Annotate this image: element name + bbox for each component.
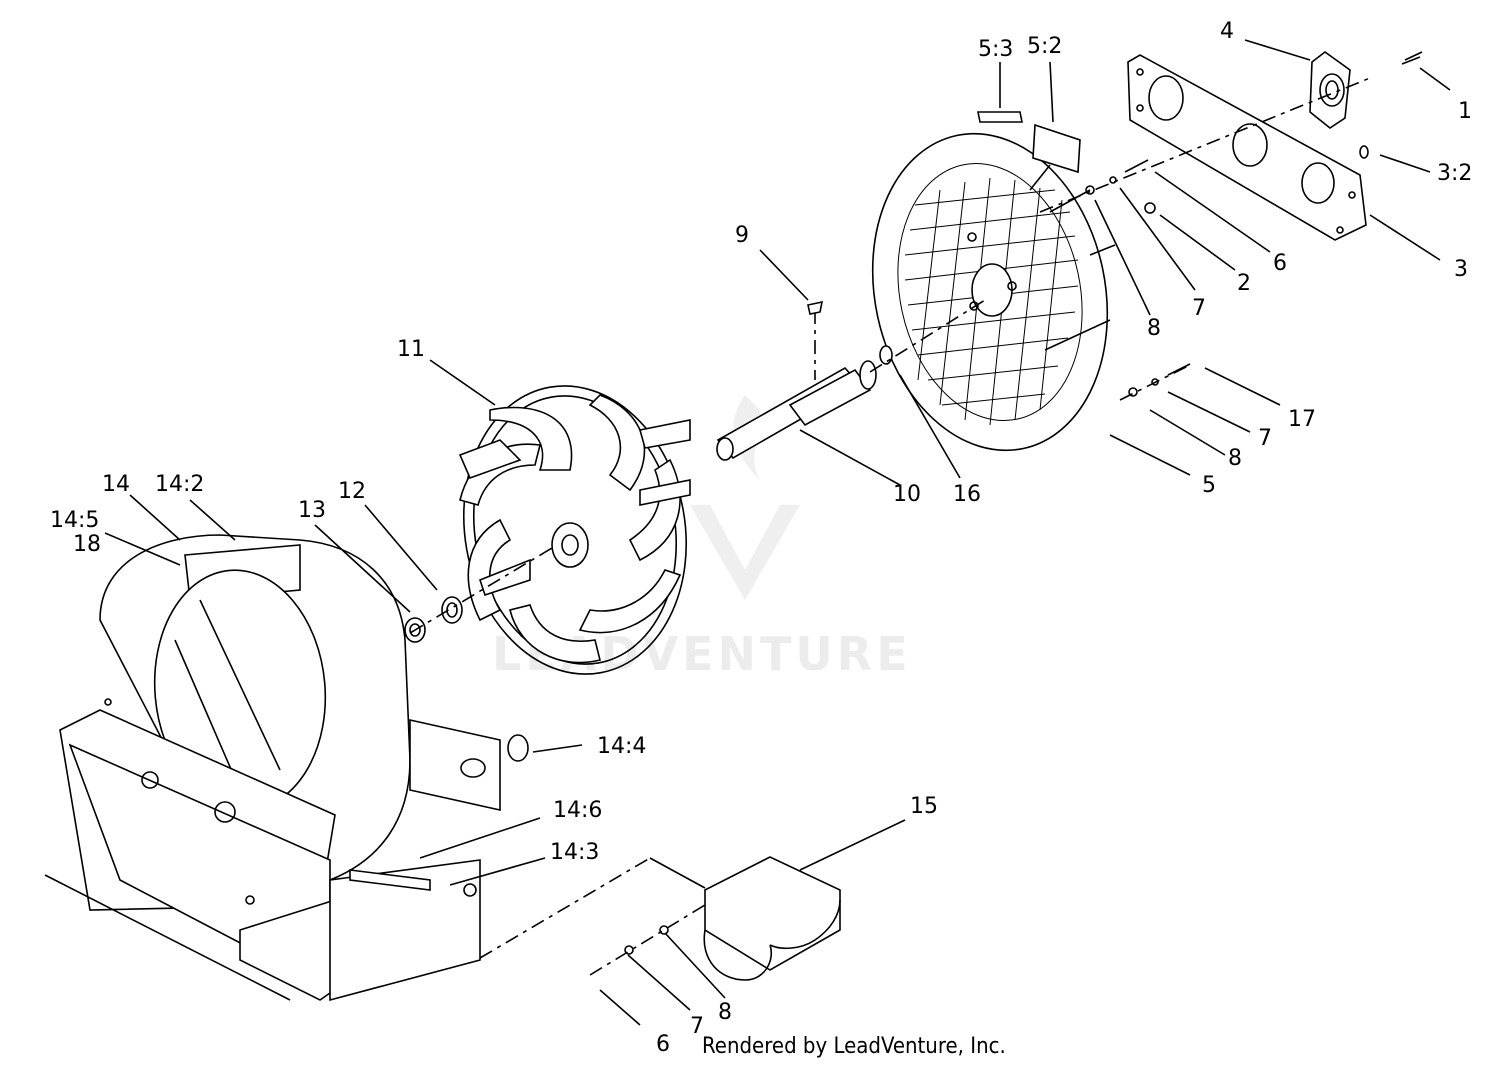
callout-9: 9	[735, 223, 749, 248]
deflector-15	[479, 856, 841, 981]
callout-16: 16	[953, 482, 981, 507]
callout-labels: 4 1 3:2 3 5:3 5:2 6 2 7 8 9 11 17 7 8 5 …	[50, 19, 1472, 1057]
callout-4: 4	[1220, 19, 1234, 44]
callout-11: 11	[397, 337, 425, 362]
callout-14-6: 14:6	[553, 798, 602, 823]
callout-3: 3	[1454, 257, 1468, 282]
decal-5-3	[977, 111, 1023, 123]
callout-3-2: 3:2	[1437, 161, 1472, 186]
callout-2: 2	[1237, 271, 1251, 296]
callout-8-lower: 8	[1228, 446, 1242, 471]
hardware-upper	[1039, 51, 1423, 401]
callout-7-lower: 7	[1258, 426, 1272, 451]
callout-6: 6	[1273, 251, 1287, 276]
callout-14-2: 14:2	[155, 472, 204, 497]
callout-8-bottom: 8	[718, 1000, 732, 1025]
callout-14-3: 14:3	[550, 840, 599, 865]
callout-10: 10	[893, 482, 921, 507]
callout-12: 12	[338, 479, 366, 504]
decal-5-2	[1032, 123, 1081, 174]
callout-7: 7	[1192, 296, 1206, 321]
credit-text: Rendered by LeadVenture, Inc.	[702, 1034, 1006, 1059]
callout-5-2: 5:2	[1027, 34, 1062, 59]
callout-1: 1	[1458, 99, 1472, 124]
callout-18: 18	[73, 532, 101, 557]
blower-housing	[44, 534, 501, 1002]
impeller-fan	[458, 385, 691, 675]
callout-17: 17	[1288, 407, 1316, 432]
washer-12	[441, 596, 463, 624]
leader-lines	[104, 39, 1451, 1026]
grille-plate	[871, 132, 1116, 452]
callout-14: 14	[102, 472, 130, 497]
shaft-assembly	[716, 299, 986, 461]
callout-14-5: 14:5	[50, 508, 99, 533]
callout-15: 15	[910, 794, 938, 819]
bearing-bracket	[1127, 51, 1367, 241]
callout-13: 13	[298, 498, 326, 523]
callout-14-4: 14:4	[597, 734, 646, 759]
callout-5: 5	[1202, 473, 1216, 498]
callout-6-bottom: 6	[656, 1032, 670, 1057]
callout-5-3: 5:3	[978, 37, 1013, 62]
callout-8: 8	[1147, 316, 1161, 341]
callout-7-bottom: 7	[690, 1014, 704, 1039]
plug-14-4	[507, 734, 529, 762]
